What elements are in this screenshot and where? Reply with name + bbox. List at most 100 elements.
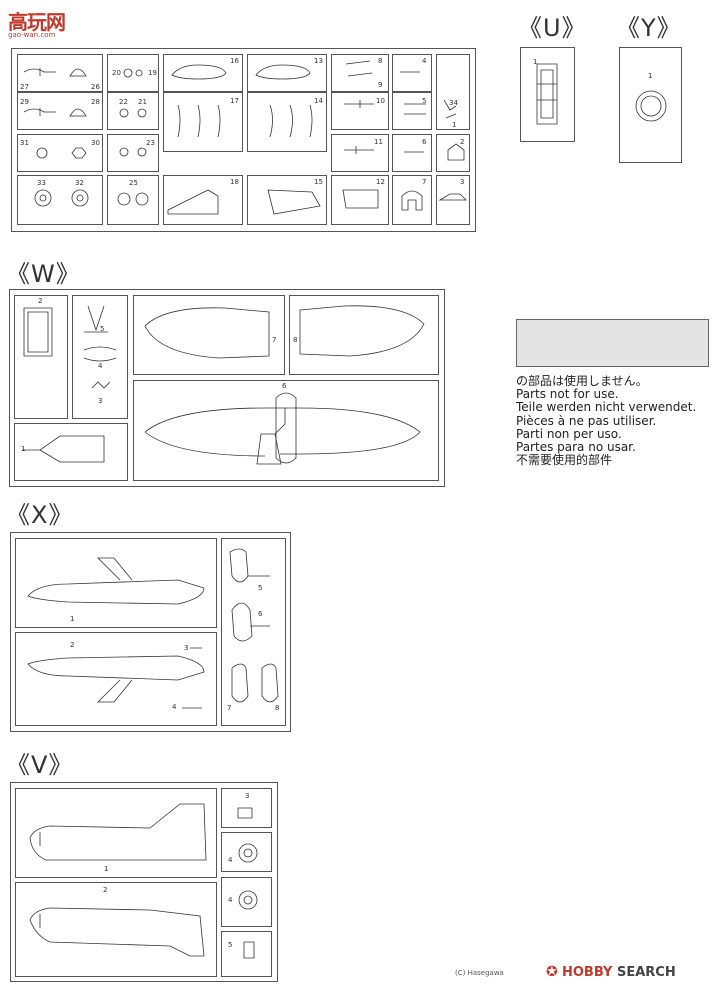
sprue-main-cell: [17, 134, 103, 172]
part-number: 26: [91, 83, 100, 91]
part-number: 25: [129, 179, 138, 187]
part-number: 4: [172, 703, 177, 711]
part-number: 12: [376, 178, 385, 186]
hobby-search-mark-icon: ✪: [546, 964, 558, 980]
sprue-w-frame: [9, 289, 445, 487]
part-number: 22: [119, 98, 128, 106]
hobby-search-brand-a: HOBBY: [562, 965, 613, 980]
part-number: 3: [98, 397, 103, 405]
sprue-main-cell: [392, 134, 432, 172]
hobby-search-brand-b: SEARCH: [616, 965, 676, 980]
sprue-w-cell: [14, 295, 68, 419]
part-number: 5: [100, 325, 105, 333]
notice-line-en: Parts not for use.: [516, 387, 619, 402]
sprue-main-cell: [17, 175, 103, 225]
part-number: 2: [38, 297, 43, 305]
part-number: 1: [452, 121, 457, 129]
part-number: 20: [112, 69, 121, 77]
sprue-v-cell: [15, 788, 217, 878]
notice-line-ja: の部品は使用しません。: [516, 374, 648, 388]
part-number: 27: [20, 83, 29, 91]
sprue-main-cell: [107, 175, 159, 225]
sprue-main-cell: [163, 54, 243, 92]
part-number: 15: [314, 178, 323, 186]
sprue-main-cell: [392, 175, 432, 225]
part-number: 7: [272, 336, 277, 344]
part-number: 2: [103, 886, 108, 894]
part-number: 18: [230, 178, 239, 186]
part-number: 19: [148, 69, 157, 77]
sprue-main-cell: [436, 134, 470, 172]
sprue-w-cell: [72, 295, 128, 419]
sprue-v-cell: [15, 882, 217, 977]
sprue-w-cell: [133, 380, 439, 481]
sprue-main-cell: [247, 54, 327, 92]
part-number: 3: [245, 792, 250, 800]
sprue-main-cell: [392, 54, 432, 92]
part-number: 1: [21, 445, 26, 453]
part-number: 5: [258, 584, 263, 592]
part-number: 3: [460, 178, 465, 186]
part-number: 7: [227, 704, 232, 712]
sprue-w-cell: [14, 423, 128, 481]
hobby-search-logo: ✪ HOBBY SEARCH: [546, 964, 676, 980]
part-number: 8: [275, 704, 280, 712]
part-number: 4: [98, 362, 103, 370]
copyright-text: (C) Hasegawa: [455, 969, 504, 977]
sprue-main-cell: [163, 175, 243, 225]
part-number: 8: [378, 57, 383, 65]
notice-line-fr: Pièces à ne pas utiliser.: [516, 413, 657, 428]
sprue-main-cell: [436, 54, 470, 130]
part-number: 1: [70, 615, 75, 623]
sprue-v-cell: [221, 788, 272, 828]
notice-line-es: Partes para no usar.: [516, 440, 636, 455]
sprue-main-cell: [247, 175, 327, 225]
section-label-u: 《U》: [518, 14, 587, 42]
notice-line-de: Teile werden nicht verwendet.: [516, 400, 697, 415]
sprue-main-cell: [436, 175, 470, 225]
part-number: 34: [449, 99, 458, 107]
part-number: 7: [422, 178, 427, 186]
sprue-main-cell: [331, 92, 389, 130]
part-number: 30: [91, 139, 100, 147]
sprue-main-cell: [107, 54, 159, 92]
sprue-x-cell: [15, 632, 217, 726]
part-number: 10: [376, 97, 385, 105]
part-number: 9: [378, 81, 383, 89]
part-number: 1: [648, 72, 653, 80]
sprue-main-cell: [17, 92, 103, 130]
part-number: 6: [258, 610, 263, 618]
part-number: 3: [184, 644, 189, 652]
section-label-x: 《X》: [6, 501, 74, 529]
section-label-v: 《V》: [6, 751, 74, 779]
part-number: 4: [228, 856, 233, 864]
part-number: 1: [104, 865, 109, 873]
sprue-v-cell: [221, 832, 272, 872]
sprue-main-cell: [17, 54, 103, 92]
part-number: 4: [422, 57, 427, 65]
part-number: 16: [230, 57, 239, 65]
sprue-main-cell: [392, 92, 432, 130]
part-number: 11: [374, 138, 383, 146]
notice-line-it: Parti non per uso.: [516, 426, 622, 441]
part-number: 14: [314, 97, 323, 105]
watermark-url: gao-wan.com: [8, 31, 56, 39]
sprue-y-frame: [619, 47, 682, 163]
sprue-main-frame: [11, 48, 476, 232]
part-number: 8: [293, 336, 298, 344]
part-number: 5: [228, 941, 233, 949]
part-number: 2: [70, 641, 75, 649]
sprue-w-cell: [289, 295, 439, 375]
part-number: 6: [422, 138, 427, 146]
part-number: 33: [37, 179, 46, 187]
part-number: 4: [228, 896, 233, 904]
unused-parts-notice: の部品は使用しません。 Parts not for use. Teile wer…: [516, 374, 697, 467]
part-number: 13: [314, 57, 323, 65]
part-number: 2: [460, 138, 465, 146]
sprue-u-frame: [520, 47, 575, 142]
part-number: 23: [146, 139, 155, 147]
sprue-main-cell: [247, 92, 327, 152]
